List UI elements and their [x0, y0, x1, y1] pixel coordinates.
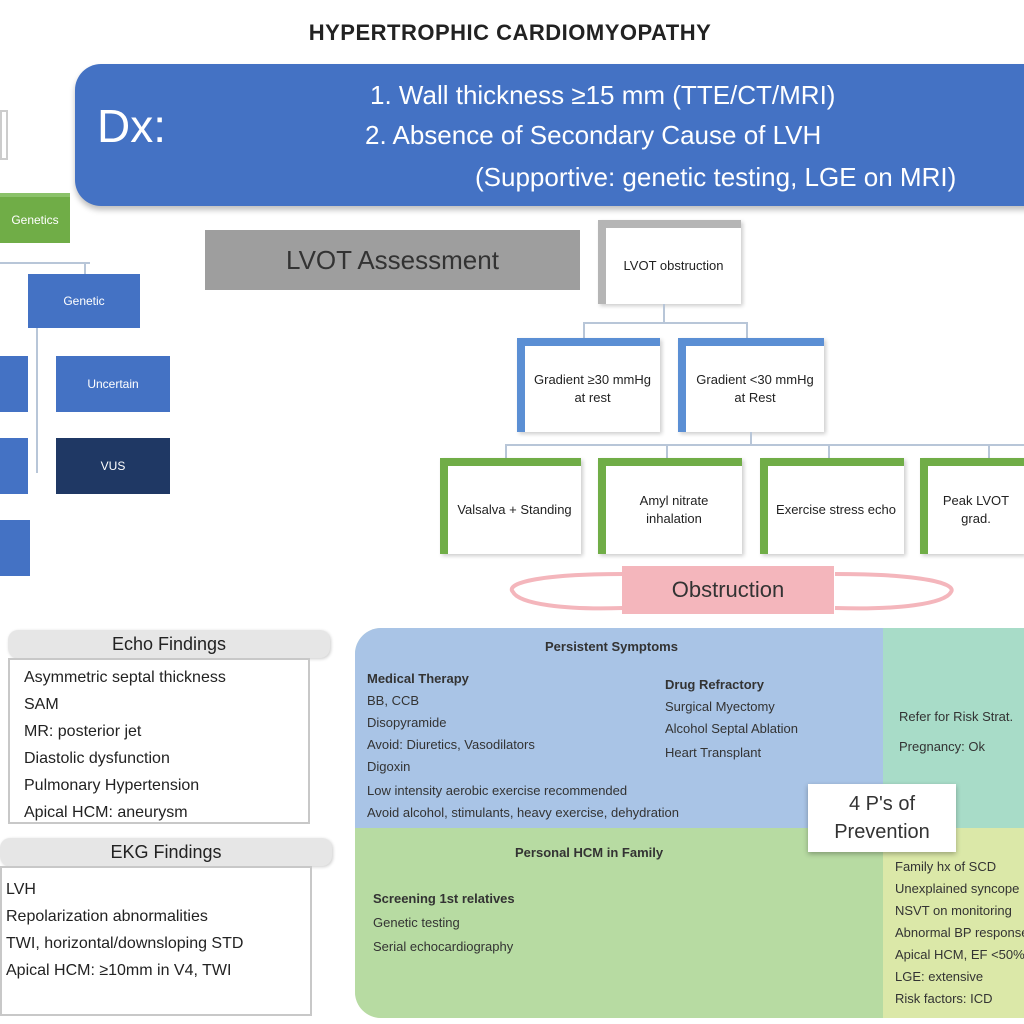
maneuver-peak-gradient: Peak LVOT grad. [920, 458, 1024, 554]
drug-item: Heart Transplant [665, 745, 762, 760]
connector [0, 262, 90, 264]
lvot-assessment-label: LVOT Assessment [205, 230, 580, 290]
connector [746, 322, 748, 338]
connector [663, 304, 665, 322]
ekg-finding: LVH [6, 881, 36, 898]
medical-therapy-heading: Medical Therapy [367, 671, 469, 686]
connector [583, 322, 748, 324]
scd-risk-section: Family hx of SCD Unexplained syncope NSV… [883, 828, 1024, 1018]
echo-finding: Asymmetric septal thickness [24, 669, 226, 686]
family-item: Screening 1st relatives [373, 891, 515, 906]
diagram-title: HYPERTROPHIC CARDIOMYOPATHY [308, 20, 712, 45]
dx-label: Dx: [97, 100, 166, 152]
symptoms-section: Persistent Symptoms Medical Therapy BB, … [355, 628, 883, 828]
vus-box: VUS [56, 438, 170, 494]
medical-item: BB, CCB [367, 693, 420, 708]
obstruction-label: Obstruction [622, 566, 834, 614]
connector [84, 262, 86, 274]
obstruction-arrows [509, 572, 954, 611]
four-ps-prevention-label: 4 P's of Prevention [808, 784, 956, 852]
scd-item: Apical HCM, EF <50% [895, 947, 1024, 962]
drug-item: Alcohol Septal Ablation [665, 721, 798, 736]
symptoms-heading: Persistent Symptoms [545, 639, 678, 654]
family-item: Serial echocardiography [373, 939, 514, 954]
genetics-box: Genetics [0, 193, 70, 243]
ekg-finding: Apical HCM: ≥10mm in V4, TWI [6, 962, 232, 979]
risk-item: Refer for Risk Strat. [899, 709, 1014, 724]
family-item: Genetic testing [373, 915, 460, 930]
medical-item: Avoid alcohol, stimulants, heavy exercis… [367, 805, 679, 820]
medical-item: Disopyramide [367, 715, 447, 730]
scd-item: Family hx of SCD [895, 859, 997, 874]
dx-supportive: (Supportive: genetic testing, LGE on MRI… [475, 162, 957, 192]
echo-finding: SAM [24, 696, 59, 713]
connector [505, 444, 1024, 446]
echo-finding: Diastolic dysfunction [24, 750, 170, 767]
left-edge-box [0, 110, 8, 160]
connector [583, 322, 585, 338]
maneuver-amyl-nitrate: Amyl nitrate inhalation [598, 458, 742, 554]
ekg-findings-heading: EKG Findings [0, 838, 332, 866]
medical-item: Digoxin [367, 759, 411, 774]
echo-findings-list: Asymmetric septal thickness SAM MR: post… [8, 658, 310, 824]
diagnosis-banner: Dx: 1. Wall thickness ≥15 mm (TTE/CT/MRI… [75, 64, 1024, 206]
medical-item: Low intensity aerobic exercise recommend… [367, 783, 628, 798]
lvot-obstruction-node: LVOT obstruction [598, 220, 741, 304]
scd-item: Abnormal BP response [895, 925, 1024, 940]
maneuver-exercise: Exercise stress echo [760, 458, 904, 554]
left-blue-box-1 [0, 356, 28, 412]
echo-finding: Apical HCM: aneurysm [24, 804, 188, 821]
scd-item: NSVT on monitoring [895, 903, 1012, 918]
dx-criterion-1: 1. Wall thickness ≥15 mm (TTE/CT/MRI) [370, 80, 836, 110]
connector [36, 328, 38, 473]
dx-criterion-2: 2. Absence of Secondary Cause of LVH [365, 120, 822, 150]
maneuver-valsalva: Valsalva + Standing [440, 458, 581, 554]
echo-finding: MR: posterior jet [24, 723, 142, 740]
connector [828, 444, 830, 458]
scd-item: Unexplained syncope [895, 881, 1020, 896]
connector [666, 444, 668, 458]
drug-refractory-heading: Drug Refractory [665, 677, 764, 692]
echo-finding: Pulmonary Hypertension [24, 777, 200, 794]
gradient-rest-node: Gradient ≥30 mmHg at rest [517, 338, 660, 432]
scd-item: LGE: extensive [895, 969, 984, 984]
uncertain-box: Uncertain [56, 356, 170, 412]
risk-item: Pregnancy: Ok [899, 739, 985, 754]
family-section: Personal HCM in Family Screening 1st rel… [355, 828, 883, 1018]
medical-item: Avoid: Diuretics, Vasodilators [367, 737, 535, 752]
drug-item: Surgical Myectomy [665, 699, 775, 714]
family-heading: Personal HCM in Family [515, 845, 664, 860]
ekg-findings-list: LVH Repolarization abnormalities TWI, ho… [0, 866, 312, 1016]
echo-findings-heading: Echo Findings [8, 630, 330, 658]
ekg-finding: TWI, horizontal/downsloping STD [6, 935, 244, 952]
gradient-low-node: Gradient <30 mmHg at Rest [678, 338, 824, 432]
connector [988, 444, 990, 458]
connector [750, 432, 752, 444]
ekg-finding: Repolarization abnormalities [6, 908, 208, 925]
genetic-result-box: Genetic [28, 274, 140, 328]
connector [505, 444, 507, 458]
left-blue-box-2 [0, 438, 28, 494]
left-blue-box-3 [0, 520, 30, 576]
scd-item: Risk factors: ICD [895, 991, 993, 1006]
